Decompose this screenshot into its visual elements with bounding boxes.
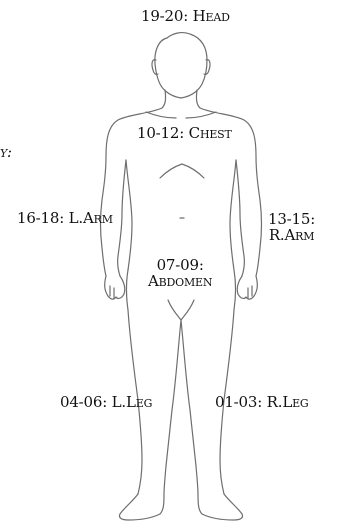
label-left-arm: 16-18: L.Arm <box>17 210 113 226</box>
head-outline <box>155 33 207 98</box>
left-hand <box>105 276 125 299</box>
chest-line-left <box>146 112 176 118</box>
label-abdomen-name: Abdomen <box>148 273 212 289</box>
right-foot <box>198 494 243 520</box>
torso-right-side <box>230 160 236 270</box>
label-head: 19-20: Head <box>141 8 230 24</box>
label-right-leg: 01-03: R.Leg <box>215 394 309 410</box>
left-foot <box>119 494 164 520</box>
groin <box>168 300 194 320</box>
left-inner-arm <box>118 160 126 276</box>
neck-right <box>196 90 200 108</box>
torso-left-side <box>126 160 132 270</box>
hip-right <box>234 270 236 310</box>
label-abdomen-range: 07-09: <box>148 257 212 273</box>
label-right-arm: 13-15: R.Arm <box>268 211 315 243</box>
label-cut-off-left: y: <box>0 144 12 160</box>
left-leg-inner <box>164 320 181 494</box>
right-leg-inner <box>181 320 198 494</box>
label-left-leg: 04-06: L.Leg <box>60 394 152 410</box>
label-right-arm-name: R.Arm <box>268 227 315 243</box>
label-chest: 10-12: Chest <box>137 125 232 141</box>
label-abdomen: 07-09: Abdomen <box>148 257 212 289</box>
chest-line-right <box>186 112 216 118</box>
right-hand <box>237 276 257 299</box>
neck-left <box>162 90 166 108</box>
pectoral-arc <box>160 164 204 178</box>
label-right-arm-range: 13-15: <box>268 211 315 227</box>
hip-left <box>127 270 129 310</box>
right-inner-arm <box>236 160 244 276</box>
